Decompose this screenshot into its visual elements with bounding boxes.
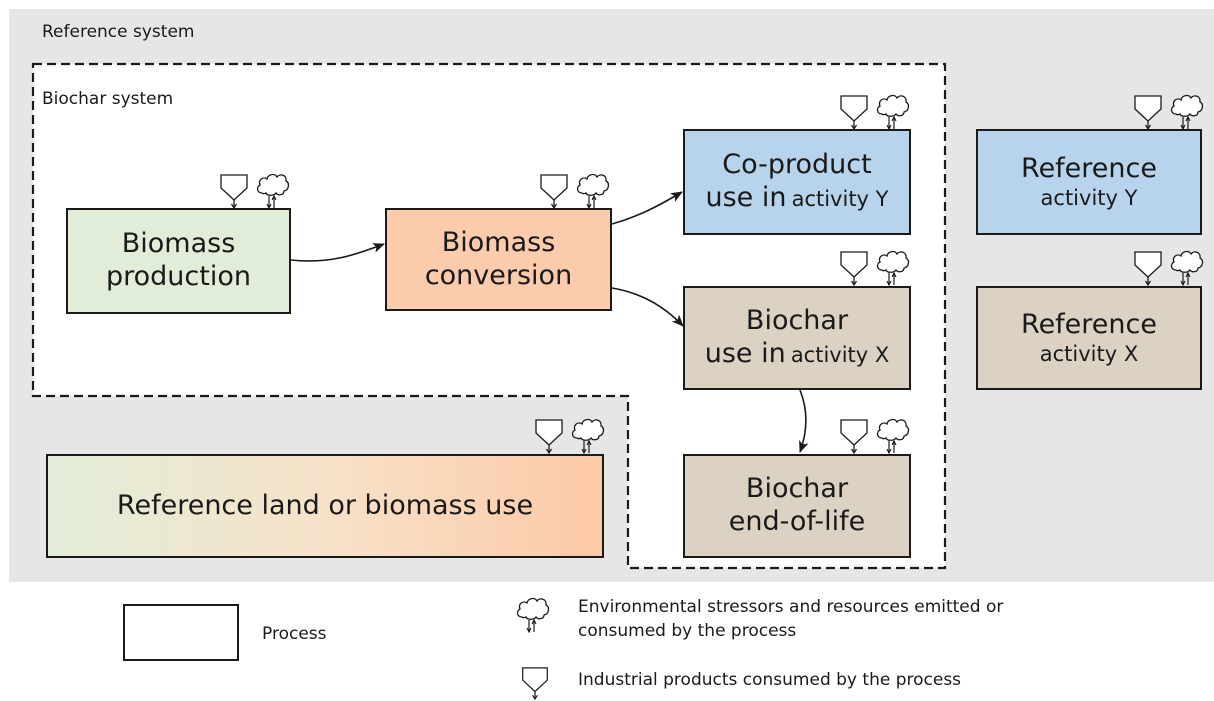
process-biomass-conversion-line2: conversion [424,259,573,291]
cloud-icon [1168,248,1204,286]
process-reference-activity-x: Reference activity X [976,286,1202,390]
biochar-system-label: Biochar system [42,89,174,109]
cloud-icon [1168,92,1204,130]
process-biochar-use-line1: Biochar [745,305,849,337]
process-biochar-end-of-life-line1: Biochar [745,473,849,505]
process-coproduct-use-line1: Co-product [722,149,872,181]
arrow-biochar-use-to-eol [799,389,809,453]
legend-process-swatch [123,604,239,661]
cloud-icon [874,416,910,454]
process-reference-activity-y-line1: Reference [1021,152,1157,184]
process-reference-activity-x-line2: activity X [1039,341,1139,366]
funnel-icon [539,173,569,209]
process-biochar-use-line2: use in activity X [705,338,890,371]
cloud-icon [514,595,550,633]
funnel-icon [219,173,249,209]
cloud-icon [874,92,910,130]
funnel-icon [839,250,869,286]
legend-industrial-label: Industrial products consumed by the proc… [578,670,962,690]
funnel-icon [520,666,550,700]
cloud-icon [874,248,910,286]
cloud-icon [574,171,610,209]
funnel-icon [1133,250,1163,286]
process-coproduct-use-line2-main: use in [705,182,787,213]
cloud-icon [569,416,605,454]
reference-system-label: Reference system [42,22,195,42]
process-reference-land-or-biomass-use: Reference land or biomass use [46,454,604,558]
process-biochar-use: Biochar use in activity X [683,286,911,390]
process-biomass-conversion-line1: Biomass [441,226,556,258]
funnel-icon [839,94,869,130]
arrow-conversion-to-coproduct [611,191,683,225]
process-biochar-end-of-life-line2: end-of-life [728,506,866,537]
process-biomass-conversion: Biomass conversion [385,208,612,311]
funnel-icon [534,418,564,454]
process-biomass-production-line2: production [106,261,251,292]
legend-stressors-label: Environmental stressors and resources em… [578,597,1004,642]
process-coproduct-use-line2: use in activity Y [705,182,888,215]
process-reference-land-label: Reference land or biomass use [116,489,534,521]
arrow-conversion-to-biochar-use [611,287,684,327]
funnel-icon [839,418,869,454]
cloud-icon [254,171,290,209]
process-reference-activity-y: Reference activity Y [976,129,1202,235]
process-biochar-end-of-life: Biochar end-of-life [683,454,911,558]
legend-process-label: Process [262,624,327,644]
process-biomass-production-line1: Biomass [121,228,236,260]
process-biomass-production: Biomass production [66,208,291,314]
arrow-production-to-conversion [290,243,385,262]
process-reference-activity-y-line2: activity Y [1040,185,1138,210]
process-biochar-use-line2-main: use in [704,338,786,369]
funnel-icon [1133,94,1163,130]
process-coproduct-use: Co-product use in activity Y [683,129,911,235]
process-reference-activity-x-line1: Reference [1021,308,1157,340]
process-coproduct-use-line2-small: activity Y [791,187,889,211]
process-biochar-use-line2-small: activity X [790,343,890,367]
